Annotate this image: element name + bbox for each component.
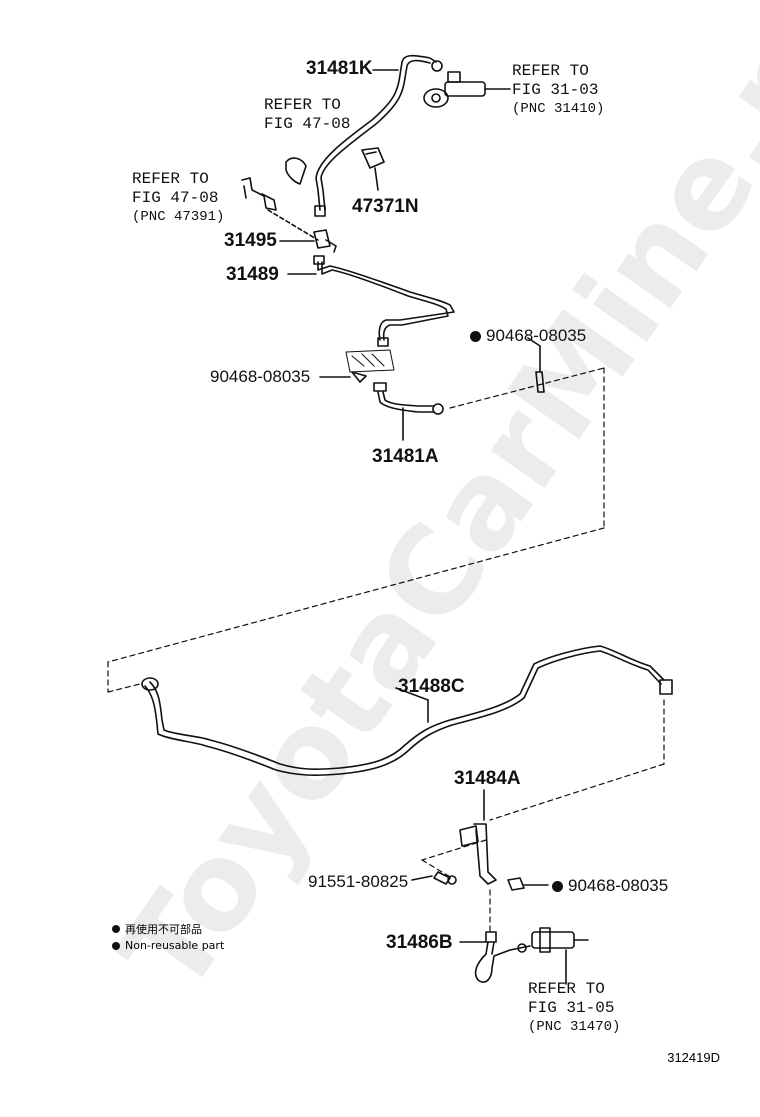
legend-text: 再使用不可部品	[125, 922, 202, 936]
hose-31481a	[373, 382, 444, 441]
ref-fig-31-05: REFER TO FIG 31-05 (PNC 31470)	[528, 980, 620, 1037]
label-31481k: 31481K	[306, 58, 373, 79]
label-90468-bottom: 90468-08035	[552, 876, 668, 896]
ref-fig-47-08-a: REFER TO FIG 47-08	[264, 96, 350, 134]
ref-pnc: (PNC 31410)	[512, 101, 605, 117]
part-hatched-bracket	[345, 349, 395, 373]
legend-row-jp: 再使用不可部品	[112, 920, 224, 937]
non-reusable-icon	[470, 331, 481, 342]
label-31495: 31495	[224, 230, 277, 251]
hose-31486b	[459, 931, 531, 983]
label-31488c: 31488C	[398, 676, 465, 697]
part-47391-bracket	[241, 177, 319, 241]
label-31481a: 31481A	[372, 446, 439, 467]
tube-31489	[287, 255, 455, 347]
bullet-icon	[112, 924, 120, 933]
bullet-icon	[112, 941, 120, 950]
ref-line: FIG 47-08	[264, 115, 351, 133]
legend-text: Non-reusable part	[125, 939, 225, 952]
part-clip-90468-left	[319, 371, 367, 383]
tube-31488c	[141, 645, 673, 776]
label-47371n: 47371N	[352, 196, 419, 217]
part-31484a-bracket	[459, 789, 497, 885]
label-90468-top-right: 90468-08035	[470, 326, 586, 346]
dashed-connectors	[107, 367, 665, 933]
ref-fig-31-03: REFER TO FIG 31-03 (PNC 31410)	[512, 62, 604, 119]
legend-row-en: Non-reusable part	[112, 937, 224, 954]
ref-line: FIG 31-03	[512, 81, 599, 99]
legend: 再使用不可部品 Non-reusable part	[112, 920, 224, 954]
part-91551-bolt	[411, 871, 457, 885]
ref-line: REFER TO	[264, 96, 341, 114]
tube-31481k	[314, 54, 443, 217]
part-31495	[279, 229, 337, 253]
part-47371n	[361, 147, 385, 191]
ref-line: REFER TO	[528, 980, 605, 998]
part-31470-cylinder	[517, 927, 589, 985]
figure-code: 312419D	[667, 1050, 720, 1065]
label-31486b: 31486B	[386, 932, 453, 953]
label-31484a: 31484A	[454, 768, 521, 789]
label-31489: 31489	[226, 264, 279, 285]
label-90468-top-left: 90468-08035	[210, 367, 311, 386]
part-number: 90468-08035	[568, 876, 669, 895]
part-31410-cylinder	[423, 71, 511, 108]
part-47-08-clip	[285, 157, 307, 185]
ref-line: REFER TO	[132, 170, 209, 188]
ref-fig-47-08-b: REFER TO FIG 47-08 (PNC 47391)	[132, 170, 224, 227]
ref-line: FIG 47-08	[132, 189, 219, 207]
ref-pnc: (PNC 47391)	[132, 209, 225, 225]
label-91551: 91551-80825	[308, 872, 409, 891]
ref-line: FIG 31-05	[528, 999, 615, 1017]
non-reusable-icon	[552, 881, 563, 892]
part-clip-90468-bottom	[507, 877, 549, 891]
ref-line: REFER TO	[512, 62, 589, 80]
ref-pnc: (PNC 31470)	[528, 1019, 621, 1035]
part-number: 90468-08035	[486, 326, 587, 345]
